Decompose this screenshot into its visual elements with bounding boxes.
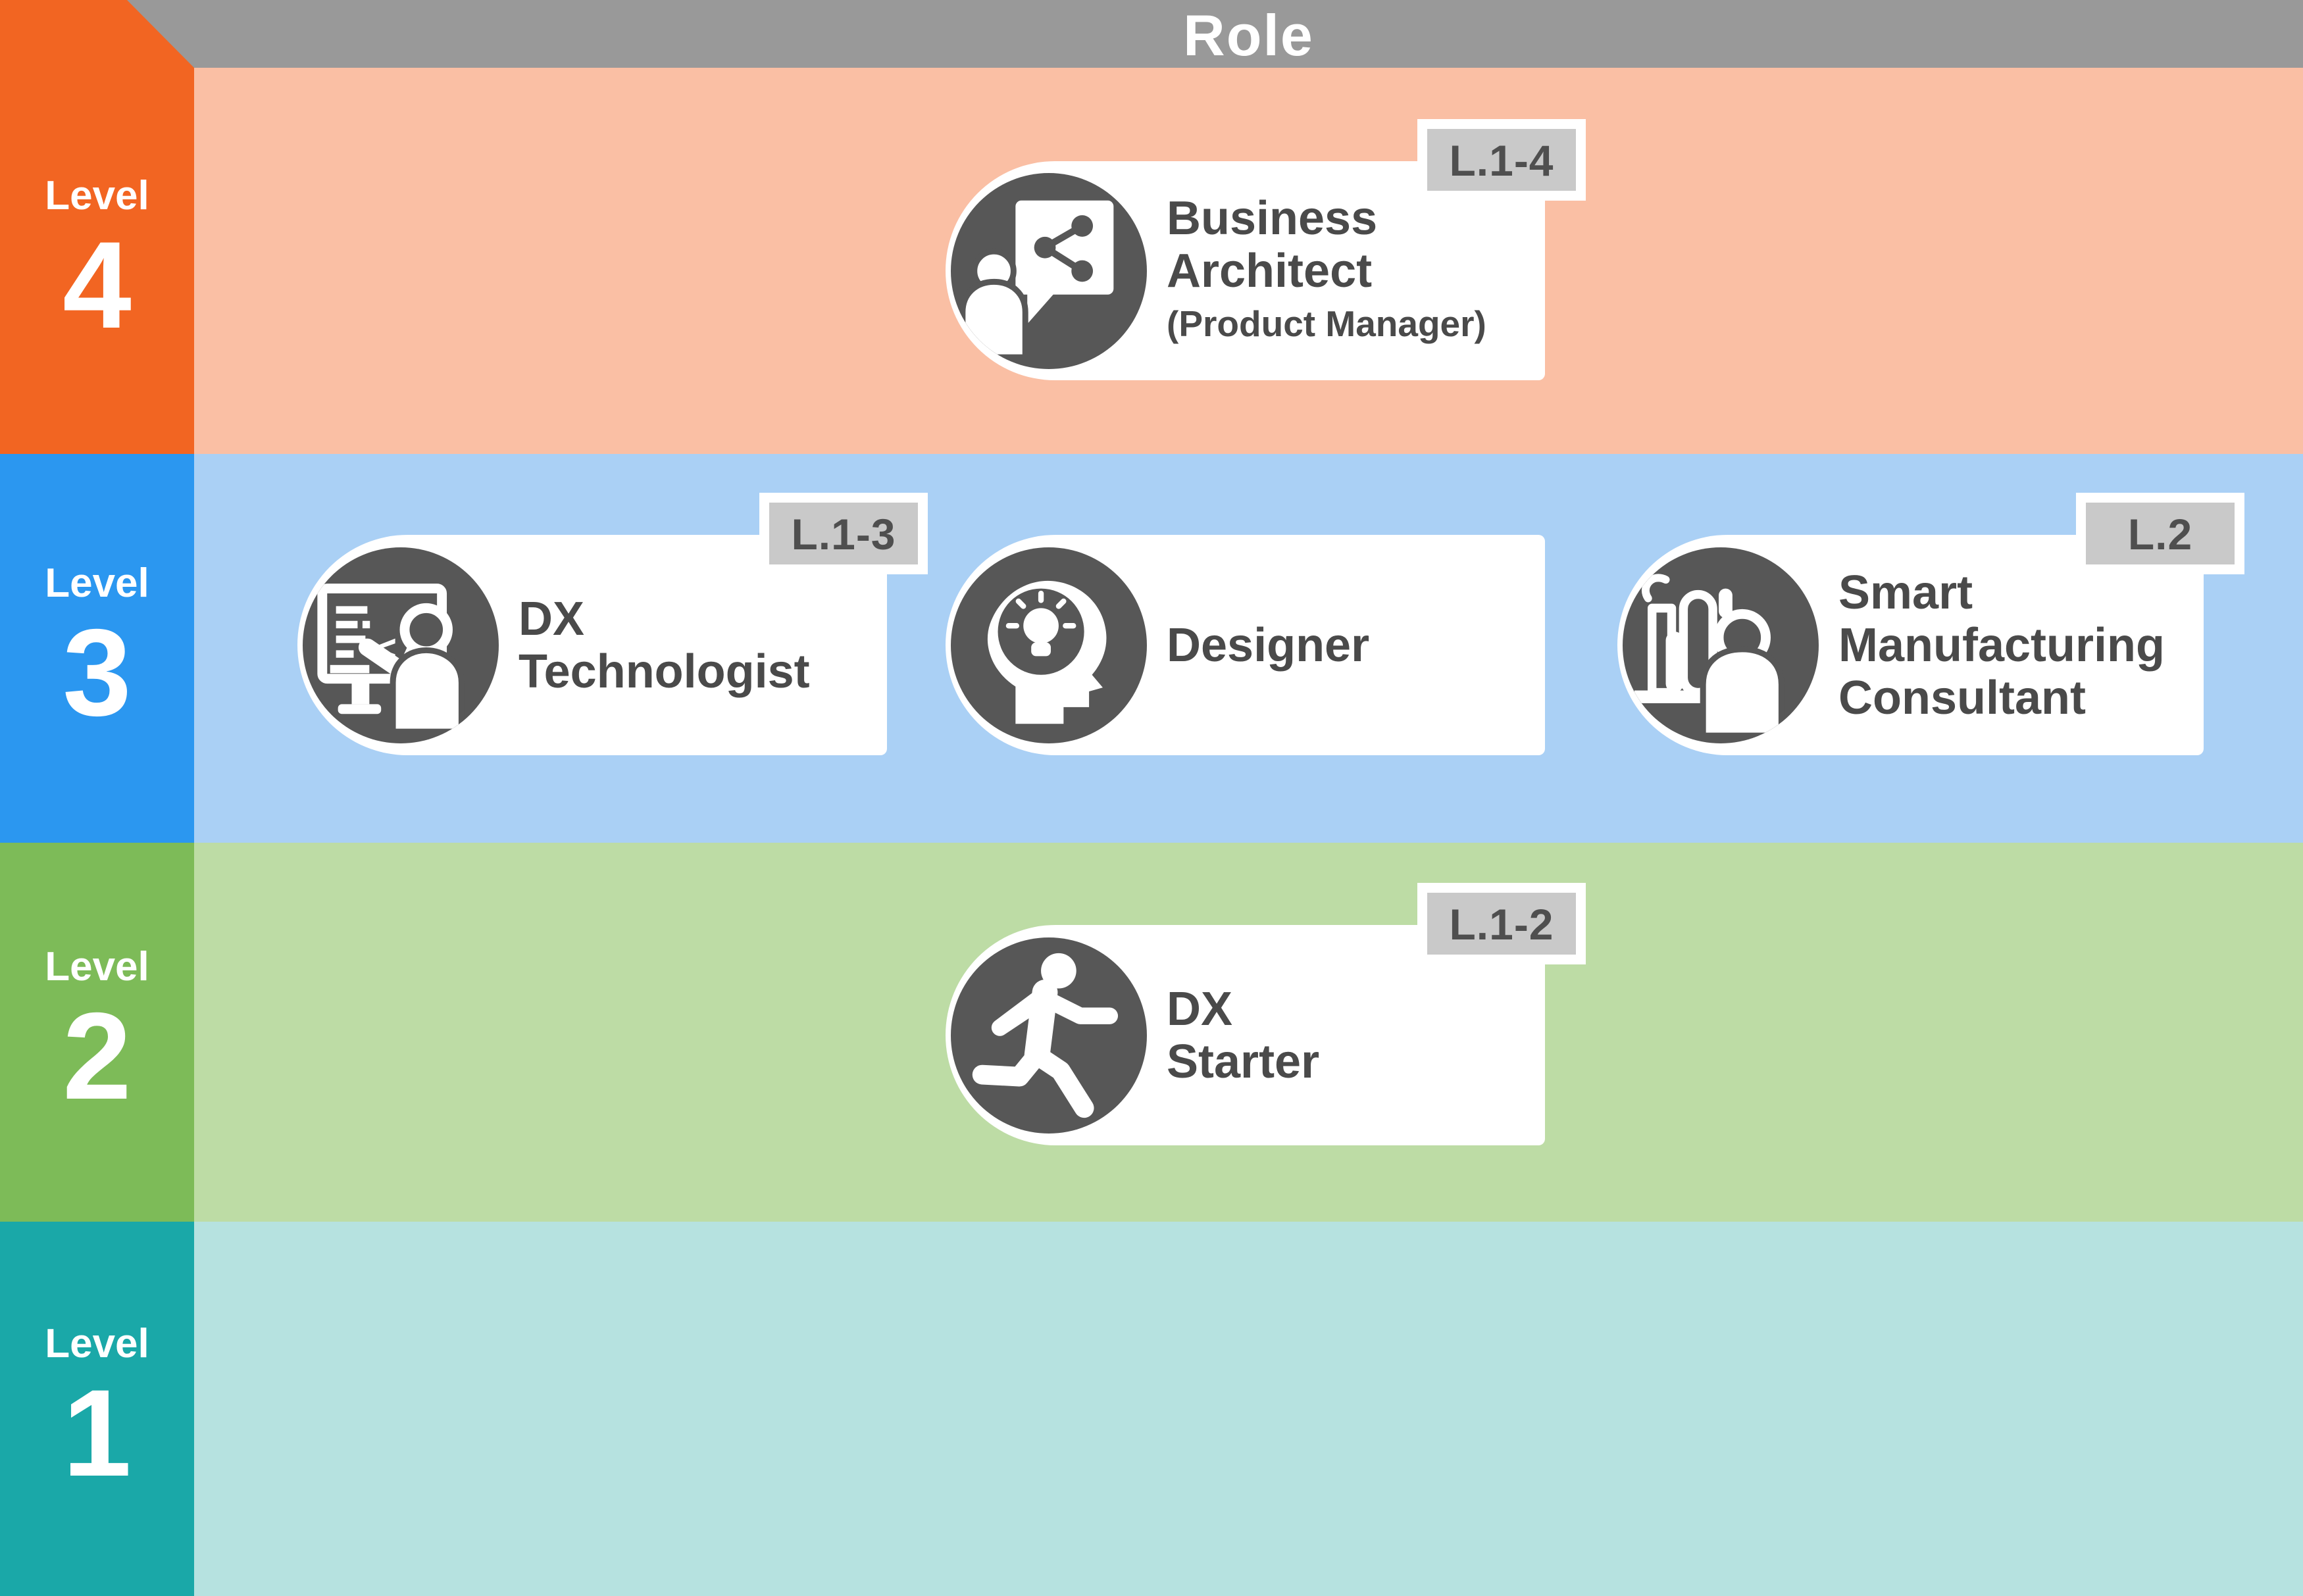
badge-label-l1-3: L.1-3 bbox=[769, 503, 918, 564]
dx-starter-text: DX Starter bbox=[1167, 925, 1319, 1145]
card-title-line: Manufacturing bbox=[1838, 618, 2165, 672]
level-1-word: Level bbox=[45, 1320, 149, 1366]
badge-label-l1-2: L.1-2 bbox=[1427, 893, 1576, 955]
card-title-line: Business bbox=[1167, 191, 1378, 245]
card-subtitle: (Product Manager) bbox=[1167, 303, 1486, 344]
level-1-number: 1 bbox=[63, 1363, 132, 1502]
role-header-title: Role bbox=[1183, 3, 1314, 68]
level-2-word: Level bbox=[45, 944, 149, 989]
card-title-line: Smart bbox=[1838, 566, 1973, 619]
card-title-line: Starter bbox=[1167, 1035, 1320, 1088]
business-architect-card: L.1-4 Business Architect bbox=[946, 119, 1586, 380]
presenter-share-board-icon bbox=[951, 172, 1147, 369]
smart-manufacturing-level-badge: L.2 bbox=[2076, 493, 2244, 574]
role-header-bar: Role bbox=[0, 0, 2303, 68]
level-4-number: 4 bbox=[63, 215, 132, 354]
card-title-line: Designer bbox=[1167, 618, 1370, 672]
level-4-label-group: Level 4 bbox=[45, 172, 149, 350]
level-2-label-group: Level 2 bbox=[45, 943, 149, 1121]
sidebar-level-3: Level 3 bbox=[0, 454, 194, 843]
dx-technologist-text: DX Technologist bbox=[519, 535, 810, 755]
smart-manufacturing-text: Smart Manufacturing Consultant bbox=[1838, 535, 2165, 755]
factory-person-icon bbox=[1623, 547, 1819, 743]
card-title-line: DX bbox=[1167, 982, 1233, 1035]
badge-label-l1-4: L.1-4 bbox=[1427, 129, 1576, 191]
level-1-row-background bbox=[194, 1222, 2303, 1596]
designer-card: Designer bbox=[946, 535, 1545, 755]
dx-technologist-level-badge: L.1-3 bbox=[759, 493, 928, 574]
card-title-line: Consultant bbox=[1838, 671, 2086, 724]
badge-label-l2: L.2 bbox=[2086, 503, 2235, 564]
sidebar-level-2: Level 2 bbox=[0, 843, 194, 1222]
business-architect-text: Business Architect (Product Manager) bbox=[1167, 161, 1486, 380]
smart-manufacturing-consultant-card: L.2 Smart Manufacturing bbox=[1617, 493, 2244, 755]
designer-text: Designer bbox=[1167, 535, 1369, 755]
level-3-number: 3 bbox=[63, 603, 132, 741]
level-1-label-group: Level 1 bbox=[45, 1320, 149, 1498]
card-title-line: Architect bbox=[1167, 244, 1373, 297]
card-title-line: Technologist bbox=[519, 645, 810, 698]
running-person-icon bbox=[951, 937, 1147, 1134]
level-4-word: Level bbox=[45, 172, 149, 218]
dx-technologist-card: L.1-3 </> bbox=[297, 493, 928, 755]
sidebar-level-4: Level 4 bbox=[0, 0, 194, 454]
level-3-label-group: Level 3 bbox=[45, 560, 149, 737]
dx-starter-level-badge: L.1-2 bbox=[1417, 883, 1586, 964]
sidebar-level-1: Level 1 bbox=[0, 1222, 194, 1596]
card-title-line: DX bbox=[519, 592, 585, 645]
head-lightbulb-icon bbox=[951, 547, 1147, 743]
code-screen-presenter-icon: </> bbox=[303, 547, 499, 743]
level-3-word: Level bbox=[45, 560, 149, 606]
business-architect-level-badge: L.1-4 bbox=[1417, 119, 1586, 201]
dx-starter-card: L.1-2 DX Starter bbox=[946, 883, 1586, 1145]
level-2-number: 2 bbox=[63, 987, 132, 1125]
